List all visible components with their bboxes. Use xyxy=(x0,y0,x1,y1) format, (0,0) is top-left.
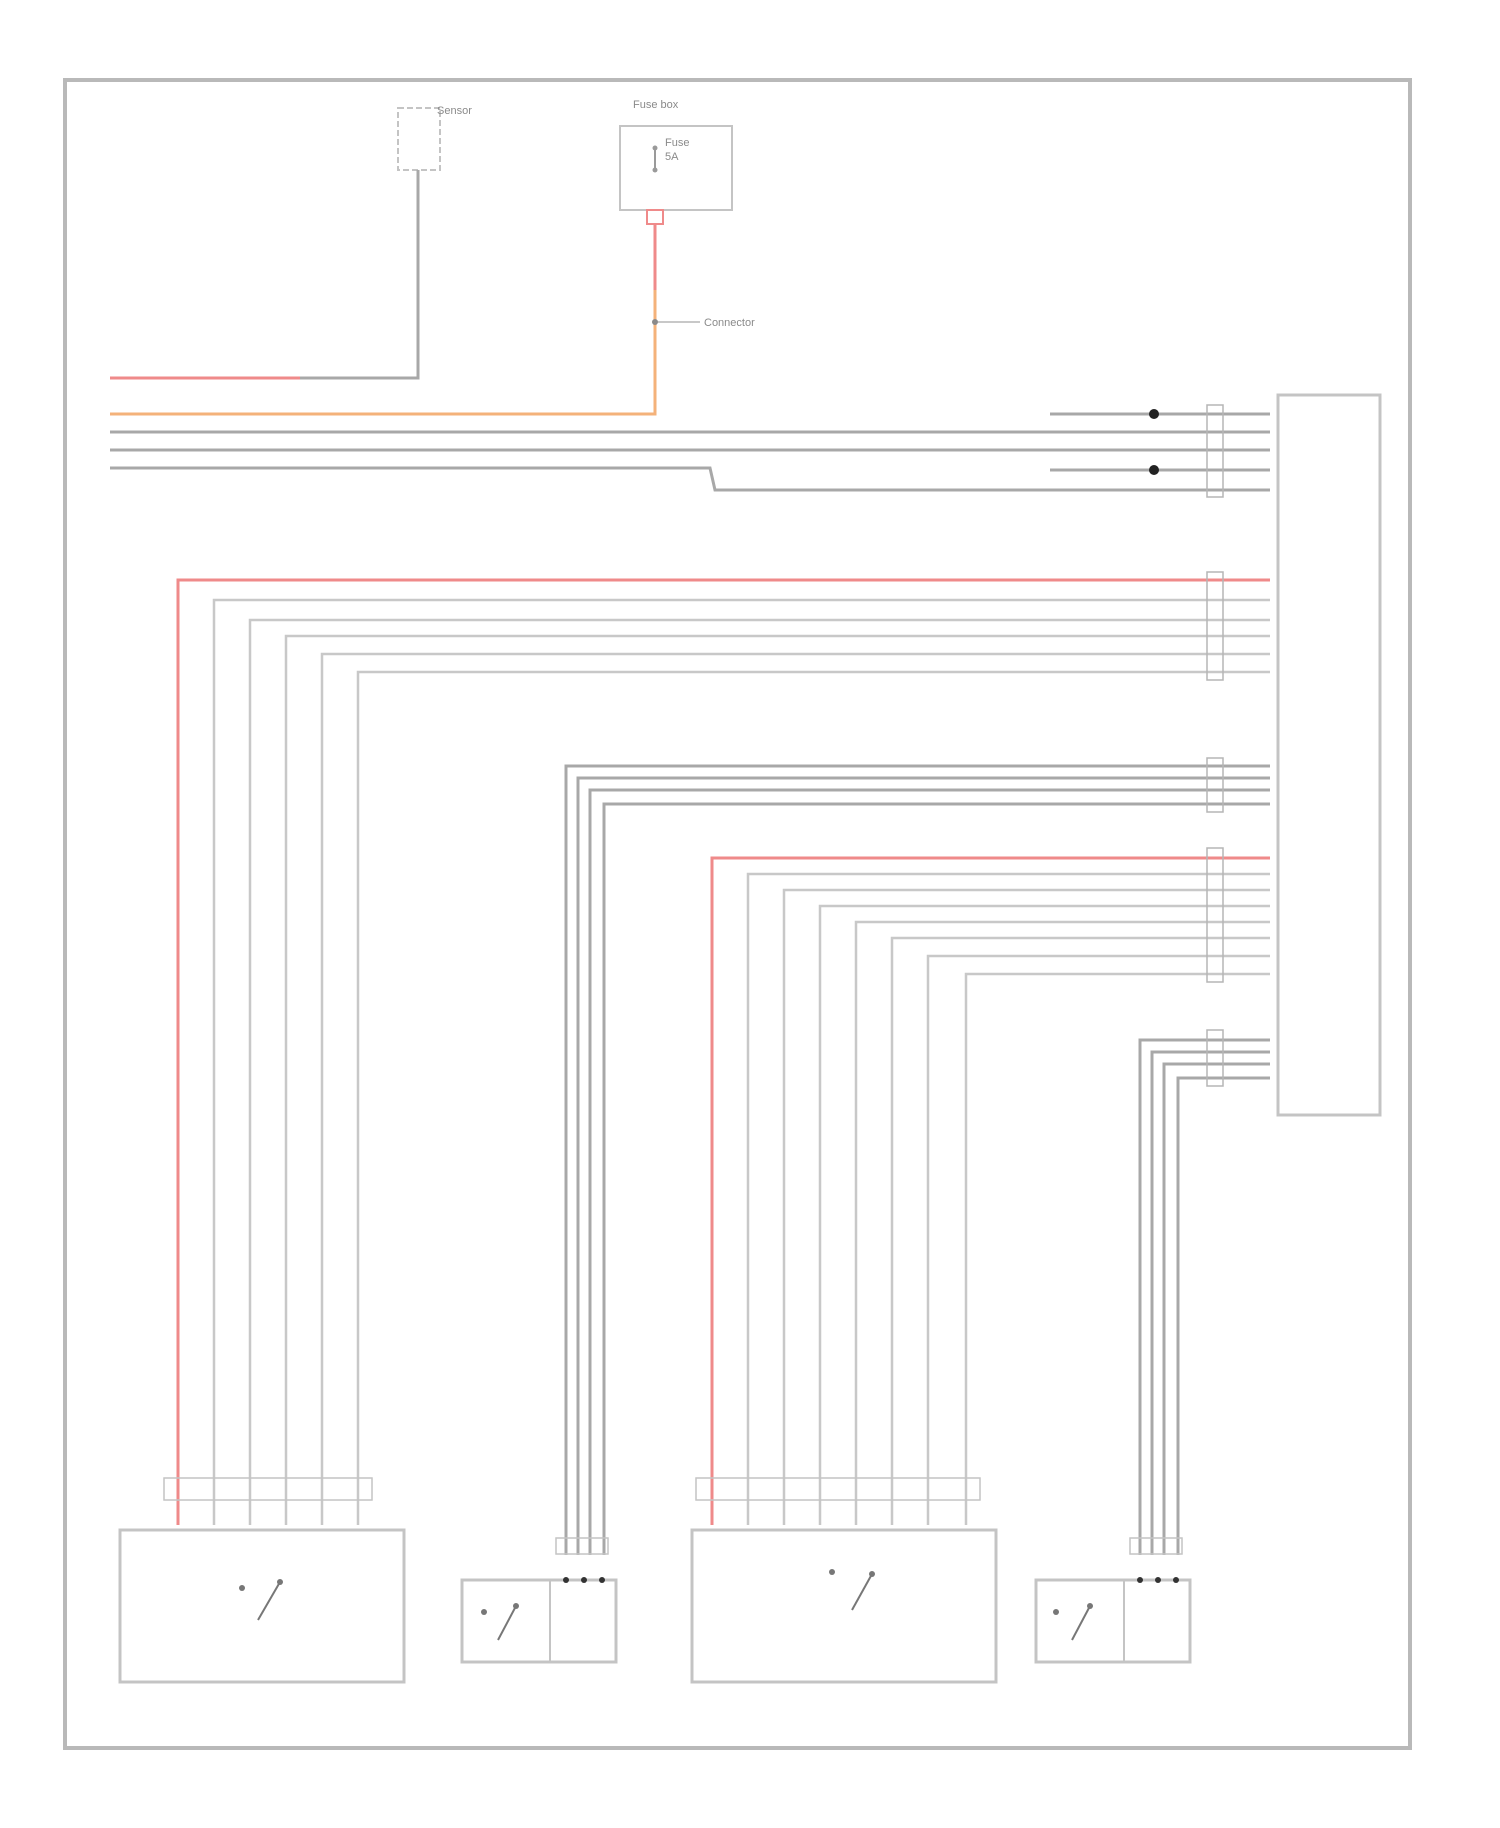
switch-a-term-2 xyxy=(581,1577,587,1583)
left-motor-switch-dot-1 xyxy=(239,1585,245,1591)
switch-b-arm xyxy=(1072,1606,1090,1640)
switch-a xyxy=(462,1538,616,1662)
harness-4-wire-1 xyxy=(1140,1040,1270,1555)
fuse-amp: 5A xyxy=(665,151,679,163)
harness-3-connector xyxy=(1207,848,1223,982)
fuse-box-label: Fuse box xyxy=(633,99,679,111)
harness-1-wire-3 xyxy=(250,620,1270,1525)
right-motor-body xyxy=(692,1530,996,1682)
fuse-label: Fuse xyxy=(665,137,689,149)
left-motor-connector xyxy=(164,1478,372,1500)
switch-b-term-3 xyxy=(1173,1577,1179,1583)
right-motor-switch-arm xyxy=(852,1574,872,1610)
switch-a-term-1 xyxy=(563,1577,569,1583)
harness-group-3 xyxy=(712,848,1270,1525)
harness-4-wire-3 xyxy=(1164,1064,1270,1555)
splice-label: Connector xyxy=(704,317,755,329)
diagram-frame xyxy=(65,80,1410,1748)
left-motor-switch-arm xyxy=(258,1582,280,1620)
switch-a-arm xyxy=(498,1606,516,1640)
bus-dot-1 xyxy=(1149,409,1159,419)
fuse-output-wire xyxy=(110,224,655,414)
harness-2-wire-2 xyxy=(578,778,1270,1555)
switch-a-term-3 xyxy=(599,1577,605,1583)
fuse-terminal-bottom xyxy=(653,168,658,173)
left-motor xyxy=(120,1478,404,1682)
fuse-terminal-top xyxy=(653,146,658,151)
harness-1-wire-1 xyxy=(178,580,1270,1525)
harness-3-wire-6 xyxy=(892,938,1270,1525)
harness-3-wire-8 xyxy=(966,974,1270,1525)
switch-a-connector xyxy=(556,1538,608,1554)
bus-dot-2 xyxy=(1149,465,1159,475)
harness-2-wire-4 xyxy=(604,804,1270,1555)
splice-point xyxy=(652,319,658,325)
harness-1-wire-4 xyxy=(286,636,1270,1525)
harness-1-wire-2 xyxy=(214,600,1270,1525)
harness-3-wire-5 xyxy=(856,922,1270,1525)
right-motor-connector xyxy=(696,1478,980,1500)
harness-group-4 xyxy=(1140,1030,1270,1555)
harness-1-wire-6 xyxy=(358,672,1270,1525)
harness-1-wire-5 xyxy=(322,654,1270,1525)
left-motor-body xyxy=(120,1530,404,1682)
top-sensor: Sensor xyxy=(300,105,472,378)
top-sensor-label: Sensor xyxy=(437,105,472,117)
harness-4-wire-2 xyxy=(1152,1052,1270,1555)
right-motor-switch-dot-1 xyxy=(829,1569,835,1575)
switch-b-term-2 xyxy=(1155,1577,1161,1583)
switch-a-dot-1 xyxy=(481,1609,487,1615)
harness-3-wire-2 xyxy=(748,874,1270,1525)
harness-4-wire-4 xyxy=(1178,1078,1270,1555)
fuse-box-connector xyxy=(647,210,663,224)
harness-3-wire-1 xyxy=(712,858,1270,1525)
control-module xyxy=(1278,395,1380,1115)
fuse-box: Fuse box Fuse 5A Connector xyxy=(110,99,755,414)
right-motor xyxy=(692,1478,996,1682)
harness-group-1 xyxy=(178,572,1270,1525)
top-sensor-body xyxy=(398,108,440,170)
harness-1-connector xyxy=(1207,572,1223,680)
harness-3-wire-4 xyxy=(820,906,1270,1525)
switch-b-term-1 xyxy=(1137,1577,1143,1583)
switch-b xyxy=(1036,1538,1190,1662)
switch-a-body xyxy=(462,1580,616,1662)
module-bus-1 xyxy=(110,405,1270,497)
switch-b-connector xyxy=(1130,1538,1182,1554)
switch-b-body xyxy=(1036,1580,1190,1662)
sensor-wire xyxy=(300,170,418,378)
switch-b-dot-1 xyxy=(1053,1609,1059,1615)
